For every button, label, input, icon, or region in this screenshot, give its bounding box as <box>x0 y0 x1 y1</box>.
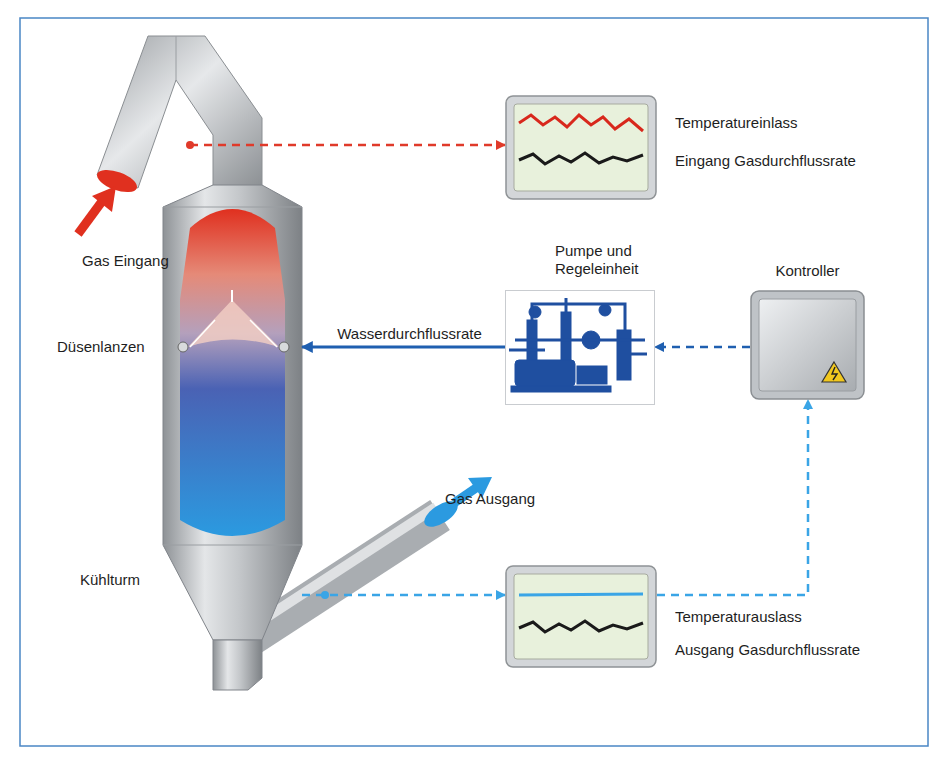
connector <box>655 346 750 349</box>
sensor-tap <box>190 144 302 147</box>
node-text: Ausgang Gasdurchflussrate <box>675 641 860 659</box>
node-text: Temperaturauslass <box>675 608 802 626</box>
monitor-screen <box>505 565 657 668</box>
frame <box>20 18 928 746</box>
connector <box>302 144 505 147</box>
node-text: Eingang Gasdurchflussrate <box>675 152 856 170</box>
tower-outlet <box>213 640 262 690</box>
edge-label: Wasserdurchflussrate <box>335 325 484 343</box>
monitor-screen <box>505 95 657 200</box>
connector <box>302 594 505 597</box>
nozzle-lance <box>279 342 289 352</box>
outlet-monitor: TemperaturauslassAusgang Gasdurchflussra… <box>505 565 657 668</box>
node-text: Kühlturm <box>80 571 140 589</box>
pump-control-unit: Pumpe und Regeleinheit <box>505 290 655 405</box>
inlet-monitor: TemperatureinlassEingang Gasdurchflussra… <box>505 95 657 200</box>
part-label: Gas Eingang <box>82 252 169 270</box>
connector <box>302 346 505 349</box>
part-label: Düsenlanzen <box>57 338 145 356</box>
node-text: Pumpe und Regeleinheit <box>555 242 655 278</box>
spray <box>188 300 279 347</box>
inlet-opening <box>94 165 140 196</box>
node-text: Temperatureinlass <box>675 114 798 132</box>
controller-cabinet <box>750 290 865 400</box>
gas-in-arrow <box>78 200 103 234</box>
part-label: Gas Ausgang <box>445 490 535 508</box>
controller-box: Kontroller <box>750 290 865 400</box>
connector <box>657 400 808 595</box>
node-text: Kontroller <box>775 262 839 280</box>
nozzle-lance <box>178 342 188 352</box>
cooling-tower: Kühlturm <box>163 40 302 690</box>
pump-symbol <box>505 290 655 405</box>
sensor-dot <box>186 141 194 149</box>
inlet-pipe <box>97 36 262 190</box>
tower-interior <box>180 209 285 536</box>
tower-body <box>163 185 302 640</box>
